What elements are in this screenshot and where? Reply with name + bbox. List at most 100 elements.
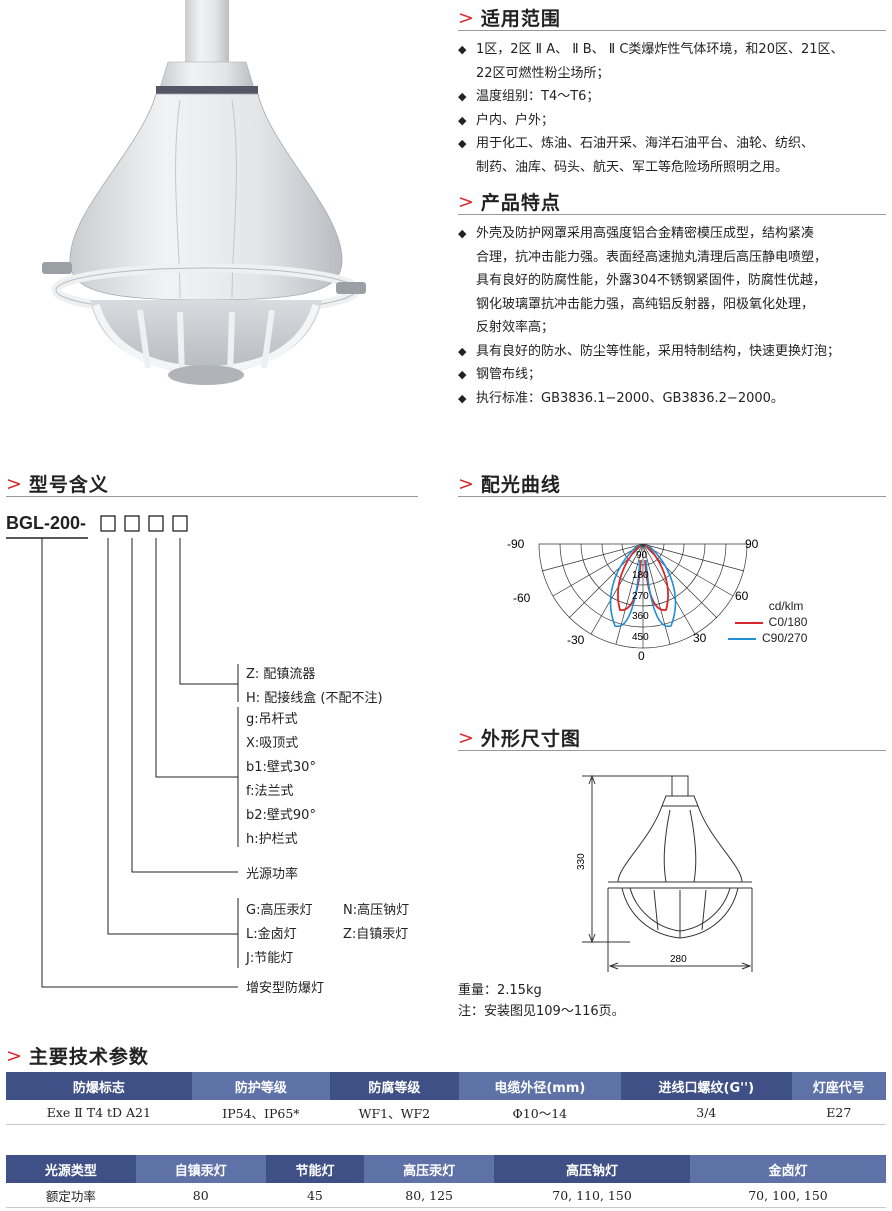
model-title: > 型号含义 <box>6 470 109 497</box>
table-cell: 3/4 <box>621 1100 792 1125</box>
model-option: J:节能灯 <box>246 951 294 966</box>
chevron-right-icon: > <box>458 472 475 495</box>
feature-item: ◆具有良好的防水、防尘等性能，采用特制结构，快速更换灯泡； <box>458 340 890 364</box>
model-option: N:高压钠灯 <box>343 903 410 918</box>
scope-text: 1区，2区 Ⅱ A、 Ⅱ B、 Ⅱ C类爆炸性气体环境，和20区、21区、 <box>476 42 844 57</box>
table-header: 电缆外径(mm) <box>458 1072 622 1100</box>
feature-text: 钢管布线； <box>476 367 542 382</box>
model-diagram-lines <box>6 515 239 988</box>
table-cell: WF1、WF2 <box>330 1100 459 1125</box>
install-note-text: 注：安装图见109～116页。 <box>458 1004 625 1019</box>
table-row: Exe Ⅱ T4 tD A21 IP54、IP65* WF1、WF2 Φ10～1… <box>6 1100 886 1125</box>
table-cell: E27 <box>791 1100 886 1125</box>
scope-item: ◆ 户内、户外； <box>458 109 888 133</box>
angle-label: -30 <box>567 633 585 647</box>
model-power-group: 光源功率 <box>246 863 298 882</box>
table-cell: 80, 125 <box>364 1183 495 1208</box>
table-header: 进线口螺纹(G'') <box>621 1072 792 1100</box>
angle-label: 90 <box>745 537 759 551</box>
model-divider <box>6 496 418 497</box>
scope-item: ◆ 1区，2区 Ⅱ A、 Ⅱ B、 Ⅱ C类爆炸性气体环境，和20区、21区、 22… <box>458 38 888 85</box>
scope-divider <box>458 30 886 31</box>
table-header-row: 防爆标志 防护等级 防腐等级 电缆外径(mm) 进线口螺纹(G'') 灯座代号 <box>6 1072 886 1100</box>
diamond-bullet-icon: ◆ <box>458 113 467 127</box>
feature-text: 执行标准：GB3836.1−2000、GB3836.2−2000。 <box>476 390 784 406</box>
model-lamp-group-right: N:高压钠灯 Z:自镇汞灯 <box>343 899 409 947</box>
feature-text: 外壳及防护网罩采用高强度铝合金精密模压成型，结构紧凑 <box>476 226 815 241</box>
angle-label: -90 <box>507 537 525 551</box>
table-cell: 额定功率 <box>6 1183 136 1208</box>
scope-text: 户内、户外； <box>476 112 555 128</box>
scope-text: 22区可燃性粉尘场所； <box>476 65 610 81</box>
feature-item: ◆ 执行标准：GB3836.1−2000、GB3836.2−2000。 <box>458 387 890 411</box>
radial-label: 270 <box>632 591 649 602</box>
model-option: Z:自镇汞灯 <box>343 927 409 942</box>
dimensions-title: > 外形尺寸图 <box>458 724 581 751</box>
diamond-bullet-icon: ◆ <box>458 368 467 381</box>
model-option: h:护栏式 <box>246 832 298 847</box>
diamond-bullet-icon: ◆ <box>458 90 467 103</box>
model-option: H: 配接线盒 (不配不注) <box>246 691 383 706</box>
model-option: 光源功率 <box>246 867 299 882</box>
scope-item: ◆用于化工、炼油、石油开采、海洋石油平台、油轮、纺织、制药、油库、码头、航天、军… <box>458 132 888 179</box>
table-cell: Φ10～14 <box>458 1100 622 1125</box>
dimensions-title-text: 外形尺寸图 <box>480 728 581 750</box>
angle-label: -60 <box>513 591 531 605</box>
table-header: 防护等级 <box>191 1072 331 1100</box>
legend-swatch <box>728 637 756 640</box>
diamond-bullet-icon: ◆ <box>458 344 467 358</box>
tech-title: > 主要技术参数 <box>6 1042 149 1069</box>
model-title-text: 型号含义 <box>28 474 109 496</box>
radial-label: 90 <box>636 550 648 561</box>
model-ballast-group: Z: 配镇流器 H: 配接线盒 (不配不注) <box>246 663 383 711</box>
feature-text: 合理，抗冲击能力强。表面经高速抛丸清理后高压静电喷塑， <box>476 249 828 265</box>
model-option: g:吊杆式 <box>246 712 298 727</box>
scope-title: > 适用范围 <box>458 4 561 31</box>
feature-text: 具有良好的防腐性能，外露304不锈钢紧固件，防腐性优越， <box>476 273 826 288</box>
diamond-bullet-icon: ◆ <box>458 227 467 240</box>
scope-item: ◆ 温度组别：T4～T6； <box>458 85 888 109</box>
legend-unit: cd/klm <box>768 599 804 613</box>
model-option: G:高压汞灯 <box>246 903 313 918</box>
feature-item: ◆ 外壳及防护网罩采用高强度铝合金精密模压成型，结构紧凑 合理，抗冲击能力强。表… <box>458 222 890 340</box>
model-code-text: BGL-200 <box>6 513 81 533</box>
diamond-bullet-icon: ◆ <box>458 43 467 56</box>
chevron-right-icon: > <box>458 6 475 29</box>
diamond-bullet-icon: ◆ <box>458 137 467 150</box>
scope-text: 温度组别：T4～T6； <box>476 89 600 104</box>
model-mounting-group: g:吊杆式 X:吸顶式 b1:壁式30° f:法兰式 b2:壁式90° h:护栏… <box>246 708 316 852</box>
features-list: ◆ 外壳及防护网罩采用高强度铝合金精密模压成型，结构紧凑 合理，抗冲击能力强。表… <box>458 222 890 410</box>
features-title: > 产品特点 <box>458 188 561 215</box>
table-header: 防腐等级 <box>330 1072 459 1100</box>
angle-label: 0 <box>638 649 645 663</box>
legend-label: C0/180 <box>768 615 808 629</box>
diamond-bullet-icon: ◆ <box>458 391 467 405</box>
radial-label: 450 <box>632 632 649 643</box>
weight-text: 重量：2.15kg <box>458 983 542 998</box>
scope-title-text: 适用范围 <box>480 8 561 30</box>
chevron-right-icon: > <box>458 726 475 749</box>
features-title-text: 产品特点 <box>480 192 561 214</box>
legend-label: C90/270 <box>762 631 808 645</box>
model-option: 增安型防爆灯 <box>246 981 325 996</box>
light-curve-title: > 配光曲线 <box>458 470 561 497</box>
model-code: BGL-200- <box>6 513 86 534</box>
model-option: f:法兰式 <box>246 784 294 799</box>
table-header: 金卤灯 <box>690 1155 886 1183</box>
table-header: 高压钠灯 <box>494 1155 691 1183</box>
model-option: b1:壁式30° <box>246 760 316 775</box>
chevron-right-icon: > <box>6 1044 23 1067</box>
table-header-row: 光源类型 自镇汞灯 节能灯 高压汞灯 高压钠灯 金卤灯 <box>6 1155 886 1183</box>
table-cell: IP54、IP65* <box>191 1100 331 1125</box>
curve-legend: cd/klm C0/180 C90/270 <box>728 598 807 646</box>
legend-swatch <box>734 621 763 624</box>
table-header: 防爆标志 <box>6 1072 192 1100</box>
table-cell: 80 <box>135 1183 266 1208</box>
feature-text: 反射效率高； <box>476 320 555 335</box>
light-curve-title-text: 配光曲线 <box>480 474 561 496</box>
model-lamp-group: G:高压汞灯 L:金卤灯 J:节能灯 <box>246 899 312 971</box>
polar-diagram: -90 90 -60 60 -30 30 0 90 180 270 360 45… <box>507 537 759 663</box>
chevron-right-icon: > <box>6 472 23 495</box>
table-header: 高压汞灯 <box>364 1155 495 1183</box>
feature-item: ◆ 钢管布线； <box>458 363 890 387</box>
